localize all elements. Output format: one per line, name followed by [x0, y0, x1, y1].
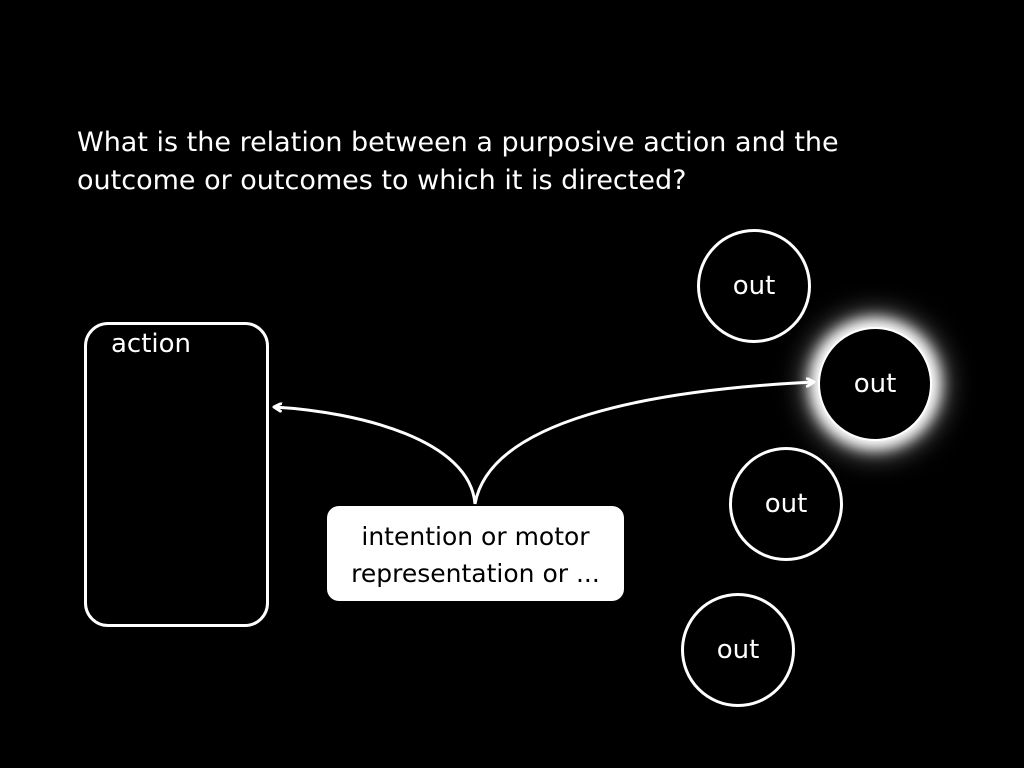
action-box: action [84, 322, 269, 627]
outcome-circle-2-highlighted: out [818, 327, 932, 441]
question-line-2: outcome or outcomes to which it is direc… [77, 165, 687, 196]
outcome-circle-1: out [697, 229, 811, 343]
outcome-label: out [764, 489, 808, 519]
action-label: action [111, 329, 192, 359]
question-text: What is the relation between a purposive… [77, 124, 877, 200]
intention-line-2: representation or ... [351, 559, 600, 588]
intention-line-1: intention or motor [361, 522, 590, 551]
intention-box: intention or motor representation or ... [327, 506, 624, 601]
outcome-label: out [853, 369, 897, 399]
outcome-label: out [716, 635, 760, 665]
question-line-1: What is the relation between a purposive… [77, 127, 839, 158]
arrow-to-action [274, 407, 477, 505]
outcome-label: out [732, 271, 776, 301]
outcome-circle-4: out [681, 593, 795, 707]
outcome-circle-3: out [729, 447, 843, 561]
